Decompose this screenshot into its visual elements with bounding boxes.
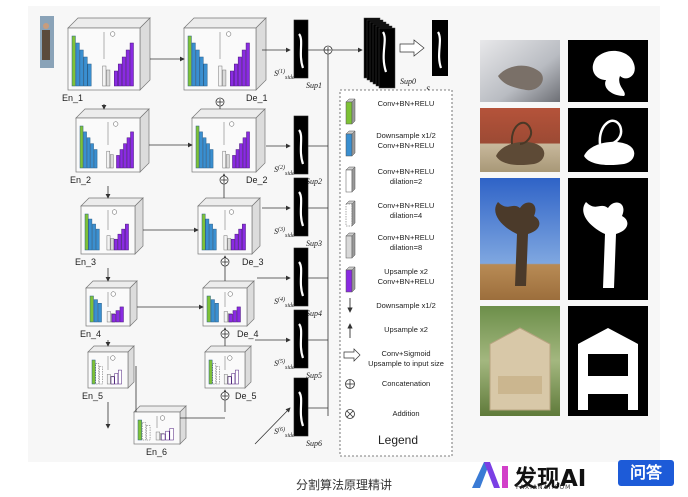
decoder-block-5	[204, 345, 252, 389]
side-label-2: S(2)side	[274, 164, 295, 177]
legend-text-6-2: Conv+BN+RELU	[378, 277, 435, 286]
decoder-block-2	[191, 108, 266, 173]
addition-node-2	[219, 175, 229, 185]
example-mask-2	[568, 108, 648, 172]
encoder-label-4: En_4	[80, 329, 101, 339]
legend-text-11-1: Addition	[392, 409, 419, 418]
encoder-block-2	[75, 108, 150, 173]
legend-text-9-1: Conv+Sigmoid	[382, 349, 431, 358]
legend-text-4-2: dilation=4	[390, 211, 422, 220]
legend-item-11: Addition	[345, 409, 420, 419]
decoder-label-5: De_5	[235, 391, 257, 401]
side-name-1: Sup1	[306, 81, 322, 90]
example-mask-4	[568, 306, 648, 416]
watermark-logo: 发现AI FAXIANAI.COM 问答	[468, 458, 683, 492]
figure-caption: 分割算法原理精讲	[295, 478, 392, 492]
legend-item-8: Upsample x2	[347, 323, 428, 338]
encoder-block-6	[133, 405, 187, 445]
example-photo-2	[480, 108, 560, 172]
legend-text-6-1: Upsample x2	[384, 267, 428, 276]
encoder-block-3	[80, 197, 144, 255]
legend-item-1: Conv+BN+RELU	[345, 98, 435, 125]
side-name-2: Sup2	[306, 177, 322, 186]
example-photo-1	[480, 40, 560, 102]
example-mask-1	[568, 40, 648, 102]
decoder-label-2: De_2	[246, 175, 268, 185]
legend-text-5-1: Conv+BN+RELU	[378, 233, 435, 242]
side-name-5: Sup5	[306, 371, 322, 380]
addition-node-4	[220, 329, 230, 339]
encoder-label-3: En_3	[75, 257, 96, 267]
encoder-label-1: En_1	[62, 93, 83, 103]
side-label-3: S(3)side	[274, 226, 295, 239]
input-image	[40, 16, 54, 68]
ai-logo-icon	[472, 462, 508, 488]
encoder-label-2: En_2	[70, 175, 91, 185]
decoder-label-3: De_3	[242, 257, 264, 267]
decoder-block-3	[197, 197, 261, 255]
watermark-url: FAXIANAI.COM	[516, 484, 572, 491]
example-photo-3	[480, 178, 560, 300]
legend-title: Legend	[378, 433, 418, 447]
encoder-block-4	[85, 280, 138, 327]
watermark-brand: 发现AI	[514, 466, 587, 492]
fused-output: Sup0Sfuse	[363, 17, 448, 97]
encoder-label-5: En_5	[82, 391, 103, 401]
watermark-tag: 问答	[618, 460, 674, 486]
encoder-label-6: En_6	[146, 447, 167, 457]
side-name-4: Sup4	[306, 309, 322, 318]
legend-text-7-1: Downsample x1/2	[376, 301, 436, 310]
legend-text-2-1: Downsample x1/2	[376, 131, 436, 140]
side-name-3: Sup3	[306, 239, 322, 248]
decoder-label-4: De_4	[237, 329, 259, 339]
side-label-4: S(4)side	[274, 296, 295, 309]
fused-name: Sup0	[400, 77, 416, 86]
example-mask-3	[568, 178, 648, 300]
legend-text-1-1: Conv+BN+RELU	[378, 99, 435, 108]
legend-text-10-1: Concatenation	[382, 379, 430, 388]
legend-text-3-2: dilation=2	[390, 177, 422, 186]
side-name-6: Sup6	[306, 439, 322, 448]
addition-node-3	[220, 257, 230, 267]
encoder-block-1	[67, 17, 151, 91]
legend-text-2-2: Conv+BN+RELU	[378, 141, 435, 150]
legend-item-7: Downsample x1/2	[347, 298, 436, 313]
legend-text-5-2: dilation=8	[390, 243, 422, 252]
example-photos	[480, 40, 648, 416]
addition-node-5	[220, 391, 230, 401]
legend-text-3-1: Conv+BN+RELU	[378, 167, 435, 176]
side-label-1: S(1)side	[274, 68, 295, 81]
addition-node-1	[215, 97, 225, 107]
decoder-block-4	[202, 280, 255, 327]
example-photo-4	[480, 306, 560, 416]
encoder-block-5	[87, 345, 135, 389]
legend-text-4-1: Conv+BN+RELU	[378, 201, 435, 210]
legend-text-8-1: Upsample x2	[384, 325, 428, 334]
decoder-label-1: De_1	[246, 93, 268, 103]
decoder-block-1	[183, 17, 267, 91]
architecture-diagram: En_1En_2En_3En_4En_5En_6 De_1De_2De_3De_4…	[40, 16, 648, 457]
legend-item-10: Concatenation	[345, 379, 430, 389]
side-label-6: S(6)side	[274, 426, 295, 439]
side-label-5: S(5)side	[274, 358, 295, 371]
legend-text-9-2: Upsample to input size	[368, 359, 444, 368]
legend-box	[339, 89, 453, 457]
